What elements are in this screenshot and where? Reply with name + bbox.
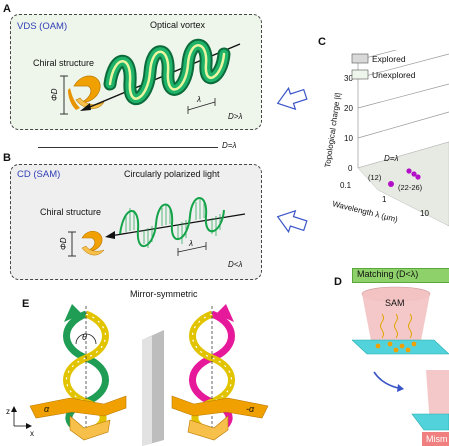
y-axis-label: Topological charge |ℓ| <box>323 92 342 168</box>
panel-e-letter: E <box>22 298 30 310</box>
mismatch-label-box <box>422 432 449 446</box>
data-points <box>388 168 421 187</box>
d-lambda-plane <box>357 141 449 227</box>
diameter-marker: ΦD <box>50 75 68 115</box>
panel-e-title: Mirror-symmetric <box>130 289 198 299</box>
arrow-down-left-icon <box>276 209 308 234</box>
regime-divider <box>38 147 218 148</box>
matching-label-box <box>352 268 449 283</box>
point-label: (12) <box>368 173 382 182</box>
mirror-plane-icon <box>142 330 164 446</box>
panel-b-condition: D<λ <box>228 260 243 269</box>
panel-a-figure: ΦD λ <box>50 38 241 115</box>
diameter-marker: ΦD <box>59 231 76 257</box>
panel-b-title: Circularly polarized light <box>124 169 220 179</box>
panel-b-letter: B <box>3 152 11 164</box>
panel-a-diameter-label: ΦD <box>50 88 59 101</box>
beam-arrowhead <box>105 231 115 239</box>
panel-c-letter: C <box>318 36 326 48</box>
panel-a-condition: D>λ <box>228 112 243 121</box>
legend: Explored Unexplored <box>351 53 416 80</box>
panel-b-figure: ΦD λ <box>59 197 246 257</box>
mismatch-label: Mism <box>426 434 448 444</box>
arrow-down-right-icon <box>373 371 399 389</box>
helix-icon <box>119 197 225 248</box>
arrow-left-icon <box>276 86 308 111</box>
y-tick: 10 <box>344 134 353 143</box>
x-tick: 1 <box>382 195 387 204</box>
helix-icon <box>103 38 231 105</box>
panel-c-3d-plot: 30 20 10 0 0.1 1 10 Topological charge |… <box>323 50 449 227</box>
legend-explored: Explored <box>372 54 406 64</box>
matching-label: Matching (D<λ) <box>357 269 419 279</box>
x-tick: 10 <box>420 209 429 218</box>
panel-b-tag: CD (SAM) <box>17 169 61 180</box>
alpha-left-label: α <box>44 404 50 414</box>
panel-a-tag: VDS (OAM) <box>17 21 68 32</box>
panel-b-wavelength-label: λ <box>188 239 193 248</box>
left-helix: θ α <box>29 304 127 441</box>
panel-b-structure-label: Chiral structure <box>40 207 102 217</box>
theta-label: θ <box>82 332 87 342</box>
right-helix: -α <box>171 304 269 441</box>
panel-a-wavelength-label: λ <box>196 95 201 104</box>
divider-label: D=λ <box>222 141 237 150</box>
wavelength-marker: λ <box>187 95 216 114</box>
sam-beam-figure: SAM Mism <box>352 286 449 446</box>
chiral-structure-icon <box>81 230 105 256</box>
chiral-structure-icon <box>68 75 105 110</box>
legend-unexplored: Unexplored <box>372 70 416 80</box>
point-label: (22-26) <box>398 183 423 192</box>
panel-a-structure-label: Chiral structure <box>33 58 95 68</box>
axis-x-label: x <box>30 429 34 438</box>
plane-label: D=λ <box>384 154 398 163</box>
panel-a-title: Optical vortex <box>150 20 206 30</box>
panel-e-figure: θ α -α z x <box>6 304 269 446</box>
wavelength-marker: λ <box>177 239 207 256</box>
alpha-right-label: -α <box>246 404 255 414</box>
y-tick: 20 <box>344 104 353 113</box>
axis-icon: z x <box>6 406 34 438</box>
panel-b-diameter-label: ΦD <box>59 237 68 250</box>
panel-a-letter: A <box>3 3 11 15</box>
y-tick: 0 <box>348 164 353 173</box>
sam-label: SAM <box>385 298 405 308</box>
beam-arrowhead <box>80 103 91 111</box>
axis-z-label: z <box>6 407 10 416</box>
panel-d-letter: D <box>334 276 342 288</box>
x-axis-label: Wavelength λ (μm) <box>332 199 400 224</box>
x-tick: 0.1 <box>340 181 352 190</box>
y-tick: 30 <box>344 74 353 83</box>
